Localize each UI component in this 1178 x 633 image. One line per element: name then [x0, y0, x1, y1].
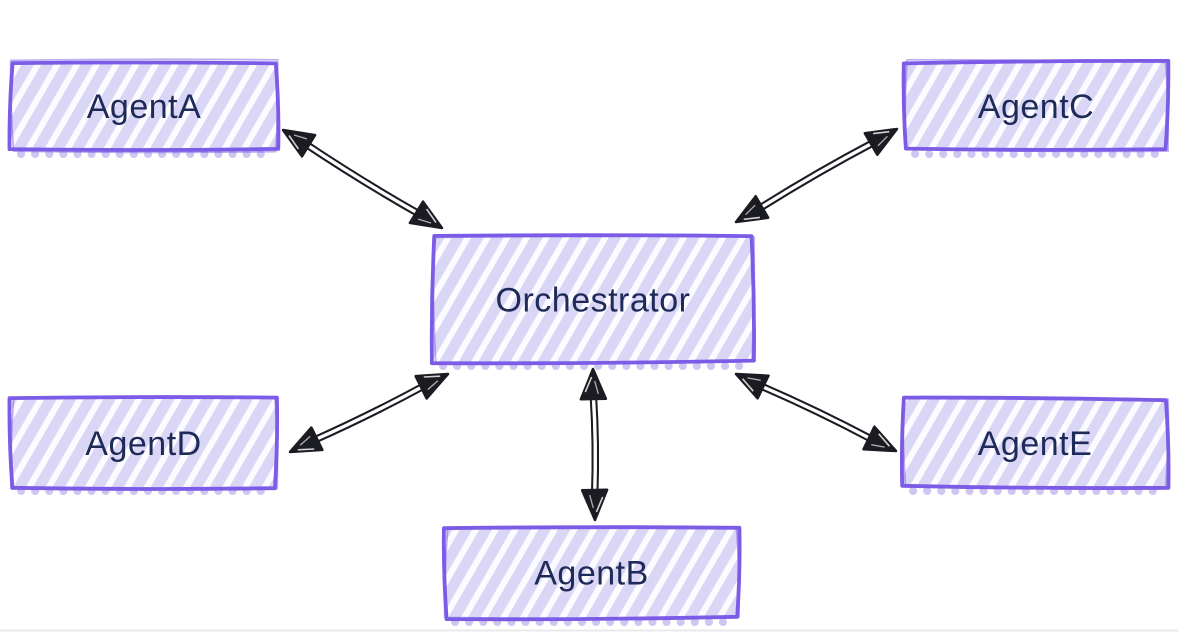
arrowhead-icon: [579, 367, 608, 401]
node-label-agent-b: AgentB: [534, 555, 649, 593]
edge-agent-c-orchestrator: [734, 127, 899, 224]
arrowhead-hatch: [297, 448, 315, 451]
edge-shaft-core: [302, 141, 423, 217]
node-box: [429, 233, 756, 366]
node-box-sketch-pass: [904, 58, 1170, 153]
edge-agent-a-orchestrator: [281, 128, 444, 230]
arrowhead-hatch: [747, 377, 761, 381]
node-agent-d: AgentD: [7, 395, 280, 495]
node-orchestrator: Orchestrator: [429, 233, 756, 370]
arrowhead-hatch: [425, 208, 437, 223]
edge-shaft-core: [591, 393, 598, 496]
arrowhead-hatch: [741, 378, 754, 392]
node-box-sketch-pass: [432, 235, 756, 365]
arrowhead-hatch: [288, 135, 300, 150]
arrowhead-hatch: [745, 204, 756, 216]
arrowhead-hatch: [877, 135, 888, 147]
edge-agent-e-orchestrator: [734, 372, 898, 453]
arrowhead-hatch: [594, 380, 599, 395]
arrowhead-hatch: [589, 494, 594, 509]
node-agent-e: AgentE: [899, 395, 1171, 495]
arrowhead-hatch: [417, 218, 432, 224]
node-box-sketch-pass: [902, 396, 1170, 490]
node-label-agent-d: AgentD: [85, 425, 201, 463]
node-label-agent-e: AgentE: [978, 425, 1093, 463]
arrowhead-hatch: [584, 376, 593, 393]
node-box-sketch-pass: [9, 58, 279, 154]
node-box-sketch-pass: [443, 525, 741, 620]
node-label-agent-c: AgentC: [978, 88, 1094, 126]
arrowhead-icon: [580, 488, 609, 522]
edge-shaft-core: [311, 383, 428, 443]
arrowhead-hatch: [743, 216, 760, 221]
edge-shaft-core: [756, 139, 877, 212]
node-agent-b: AgentB: [441, 525, 742, 626]
arrowhead-hatch: [595, 496, 604, 513]
edge-shaft-core: [757, 383, 875, 442]
node-box-sketch-pass: [10, 396, 279, 491]
node-agent-a: AgentA: [7, 58, 281, 158]
arrowhead-icon: [734, 372, 770, 400]
arrowhead-icon: [862, 425, 898, 453]
edge-agent-b-orchestrator: [579, 367, 609, 522]
arrowhead-hatch: [293, 134, 308, 140]
edge-agent-d-orchestrator: [288, 372, 450, 454]
node-label-agent-a: AgentA: [87, 88, 202, 126]
node-box: [7, 60, 281, 152]
arrowhead-hatch: [423, 375, 441, 378]
arrowhead-hatch: [299, 435, 311, 446]
node-label-orchestrator: Orchestrator: [496, 282, 691, 320]
arrowhead-hatch: [878, 433, 891, 447]
arrowhead-hatch: [873, 130, 890, 135]
node-agent-c: AgentC: [901, 58, 1171, 158]
arrowhead-hatch: [427, 380, 439, 391]
arrowhead-hatch: [871, 444, 885, 448]
arrowhead-icon: [408, 200, 444, 230]
arrowhead-icon: [281, 128, 317, 158]
